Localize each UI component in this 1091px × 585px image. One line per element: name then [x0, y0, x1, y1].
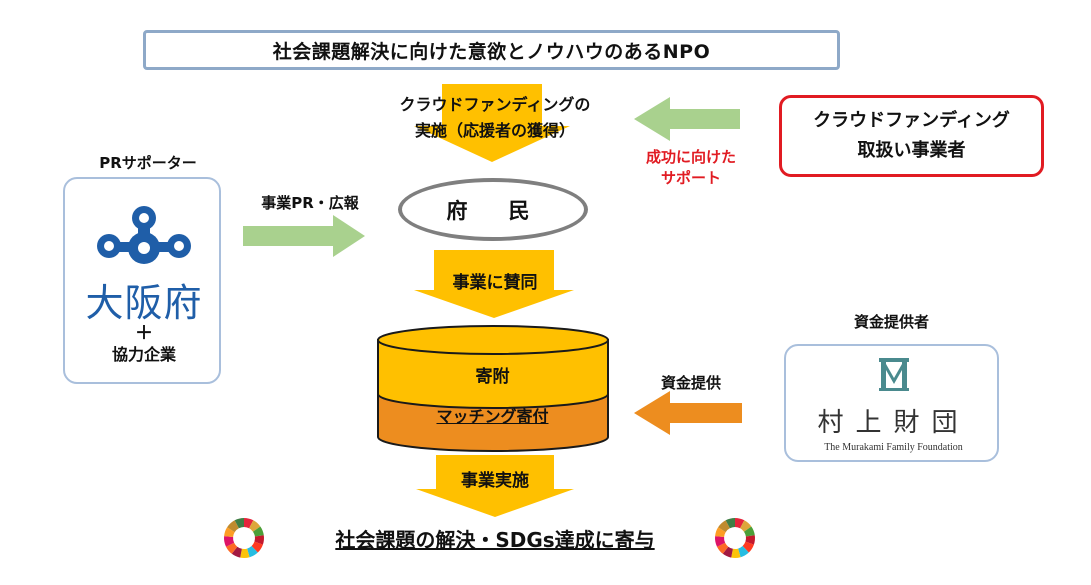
support-line1: 成功に向けた	[645, 148, 736, 166]
implement-label: 事業実施	[461, 471, 529, 491]
citizens-label: 府 民	[446, 198, 540, 223]
operator-line1: クラウドファンディング	[813, 110, 1010, 131]
operator-line2: 取扱い事業者	[857, 140, 966, 161]
osaka-box: 大阪府 ＋ 協力企業	[63, 177, 221, 384]
murakami-subtitle: The Murakami Family Foundation	[824, 442, 963, 453]
fund-cylinder	[377, 325, 609, 452]
implement-arrow	[416, 455, 574, 517]
crowdfunding-operator-box: クラウドファンディング 取扱い事業者	[779, 95, 1044, 177]
pr-arrow	[243, 215, 365, 257]
murakami-box: 村上財団 The Murakami Family Foundation	[784, 344, 999, 462]
crowdfunding-exec-line2: 実施（応援者の獲得）	[414, 121, 575, 140]
plus-sign: ＋	[135, 323, 153, 344]
sdg-wheel-right-icon	[715, 518, 756, 558]
donation-label: 寄附	[475, 367, 510, 387]
endorse-label: 事業に賛同	[452, 273, 538, 293]
murakami-logo-icon	[879, 358, 909, 391]
pr-arrow-label: 事業PR・広報	[261, 194, 359, 212]
crowdfunding-exec-text: クラウドファンディングの 実施（応援者の獲得）	[370, 92, 620, 144]
npo-banner: 社会課題解決に向けた意欲とノウハウのあるNPO	[143, 30, 840, 70]
citizens-ellipse: 府 民	[398, 178, 588, 241]
osaka-name: 大阪府	[85, 281, 203, 325]
osaka-logo-icon	[97, 206, 191, 264]
matching-donation-label: マッチング寄付	[436, 407, 549, 426]
support-label: 成功に向けた サポート	[621, 147, 761, 189]
murakami-name: 村上財団	[817, 408, 970, 438]
npo-label: 社会課題解決に向けた意欲とノウハウのあるNPO	[272, 40, 711, 63]
endorse-arrow	[414, 250, 574, 318]
funder-label: 資金提供者	[853, 313, 929, 331]
goal-label: 社会課題の解決・SDGs達成に寄与	[335, 528, 655, 552]
support-line2: サポート	[660, 169, 721, 187]
npo-to-citizens-arrow	[414, 84, 570, 162]
support-arrow	[634, 97, 740, 141]
sdg-wheel-left-icon	[224, 518, 265, 558]
funding-arrow-label: 資金提供	[660, 374, 721, 392]
pr-supporter-label: PRサポーター	[99, 154, 197, 172]
funding-arrow	[634, 391, 742, 435]
crowdfunding-exec-line1: クラウドファンディングの	[399, 95, 591, 114]
partner-companies: 協力企業	[111, 345, 176, 364]
